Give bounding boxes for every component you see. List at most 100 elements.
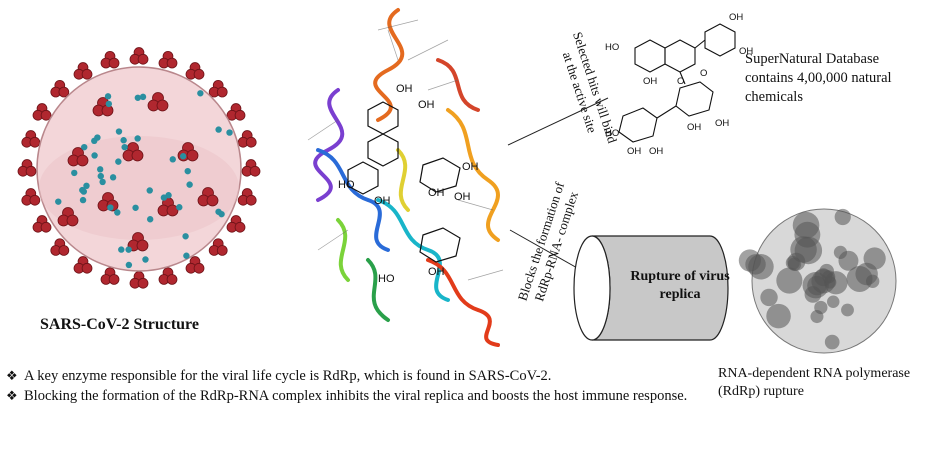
membrane-dot xyxy=(226,129,233,136)
spike-protein xyxy=(100,50,120,69)
spike-protein xyxy=(129,47,149,65)
rdrp-virus-illustration xyxy=(738,208,897,354)
spike-protein xyxy=(197,187,219,207)
protein-blob xyxy=(814,300,828,315)
membrane-dot xyxy=(218,210,225,218)
spike-protein xyxy=(147,92,169,112)
bullet-text: Blocking the formation of the RdRp-RNA c… xyxy=(24,388,688,404)
membrane-dot xyxy=(81,143,88,151)
membrane-dot xyxy=(99,178,106,186)
membrane-dot xyxy=(134,94,142,101)
spike-protein xyxy=(17,159,37,177)
rdrp-rupture-label: RNA-dependent RNA polymerase (RdRp) rupt… xyxy=(718,366,911,399)
oh-label: OH xyxy=(715,118,729,129)
natural-compound-structure: HO OH OH OH O O OH OH HO OH OH xyxy=(605,12,753,157)
diamond-bullet-icon: ❖ xyxy=(6,368,18,383)
spike-protein xyxy=(73,256,93,274)
sars-cov-2-illustration xyxy=(17,47,261,289)
bullet-item: ❖ Blocking the formation of the RdRp-RNA… xyxy=(6,386,706,406)
protein-blob xyxy=(834,208,851,226)
spike-protein xyxy=(237,188,257,206)
protein-blob xyxy=(814,268,833,287)
oh-label: OH xyxy=(428,187,445,199)
membrane-dot xyxy=(96,166,104,173)
membrane-dot xyxy=(186,181,193,188)
membrane-dot xyxy=(146,187,153,194)
oh-label: OH xyxy=(428,266,445,278)
bullet-text: A key enzyme responsible for the viral l… xyxy=(24,368,552,384)
membrane-dot xyxy=(80,188,87,195)
spike-protein xyxy=(241,159,261,177)
membrane-dot xyxy=(115,158,122,165)
membrane-dot xyxy=(146,216,154,223)
spike-protein xyxy=(226,215,246,233)
protein-blob xyxy=(833,245,848,259)
bullet-list: ❖ A key enzyme responsible for the viral… xyxy=(6,366,706,406)
membrane-dot xyxy=(142,256,149,263)
membrane-dot xyxy=(184,167,191,175)
spike-protein xyxy=(50,238,70,256)
membrane-dot xyxy=(176,204,183,211)
membrane-dot xyxy=(55,198,62,205)
membrane-dot xyxy=(183,252,190,259)
protein-blob xyxy=(760,288,778,307)
virus-structure-label: SARS-CoV-2 Structure xyxy=(40,316,199,333)
membrane-dot xyxy=(105,100,113,108)
membrane-dot xyxy=(120,137,127,144)
membrane-dot xyxy=(132,204,139,211)
spike-protein xyxy=(158,50,178,69)
oh-label: OH xyxy=(627,146,641,157)
membrane-dot xyxy=(97,172,104,180)
ho-label: HO xyxy=(605,42,619,53)
membrane-dot xyxy=(91,152,98,159)
oh-label: OH xyxy=(739,46,753,57)
protein-blob xyxy=(766,303,791,329)
diamond-bullet-icon: ❖ xyxy=(6,388,18,403)
membrane-dot xyxy=(114,209,121,216)
membrane-dot xyxy=(215,126,222,133)
membrane-dot xyxy=(118,246,125,253)
spike-protein xyxy=(100,267,120,285)
membrane-dot xyxy=(71,169,78,177)
oh-label: OH xyxy=(418,99,435,111)
membrane-dot xyxy=(139,93,147,101)
protein-blob xyxy=(792,211,820,239)
protein-blob xyxy=(826,295,840,308)
spike-protein xyxy=(32,215,52,233)
protein-blob xyxy=(855,262,878,286)
protein-blob xyxy=(794,236,823,265)
rupture-label: Rupture of virus replica xyxy=(630,269,730,302)
protein-blob xyxy=(776,267,803,294)
oh-label: OH xyxy=(374,195,391,207)
membrane-dot xyxy=(107,204,114,211)
protein-blob xyxy=(824,334,840,350)
spike-protein xyxy=(21,130,41,148)
membrane-dot xyxy=(134,135,141,142)
database-description: SuperNatural Database contains 4,00,000 … xyxy=(745,51,892,105)
ho-label: HO xyxy=(338,179,355,191)
spike-protein xyxy=(226,103,246,121)
rdrp-protein-structure: OH OH HO OH OH OH OH HO OH xyxy=(307,8,504,347)
spike-protein xyxy=(73,62,93,80)
membrane-dot xyxy=(179,153,187,160)
membrane-dot xyxy=(160,194,168,201)
membrane-dot xyxy=(104,93,112,100)
membrane-dot xyxy=(169,156,176,163)
spike-protein xyxy=(185,256,205,274)
spike-protein xyxy=(208,79,228,98)
membrane-dot xyxy=(125,261,133,269)
membrane-dot xyxy=(121,143,128,151)
membrane-dot xyxy=(125,246,132,253)
o-label: O xyxy=(677,76,684,87)
ho-label: HO xyxy=(378,273,395,285)
rupture-cylinder xyxy=(573,235,729,341)
oh-label: OH xyxy=(396,83,413,95)
membrane-dot xyxy=(83,182,90,190)
spike-protein xyxy=(57,207,79,227)
bullet-item: ❖ A key enzyme responsible for the viral… xyxy=(6,366,706,386)
protein-blob xyxy=(738,249,761,272)
protein-blob xyxy=(841,303,854,317)
membrane-dot xyxy=(109,174,117,181)
membrane-dot xyxy=(115,128,123,135)
spike-protein xyxy=(129,271,149,289)
